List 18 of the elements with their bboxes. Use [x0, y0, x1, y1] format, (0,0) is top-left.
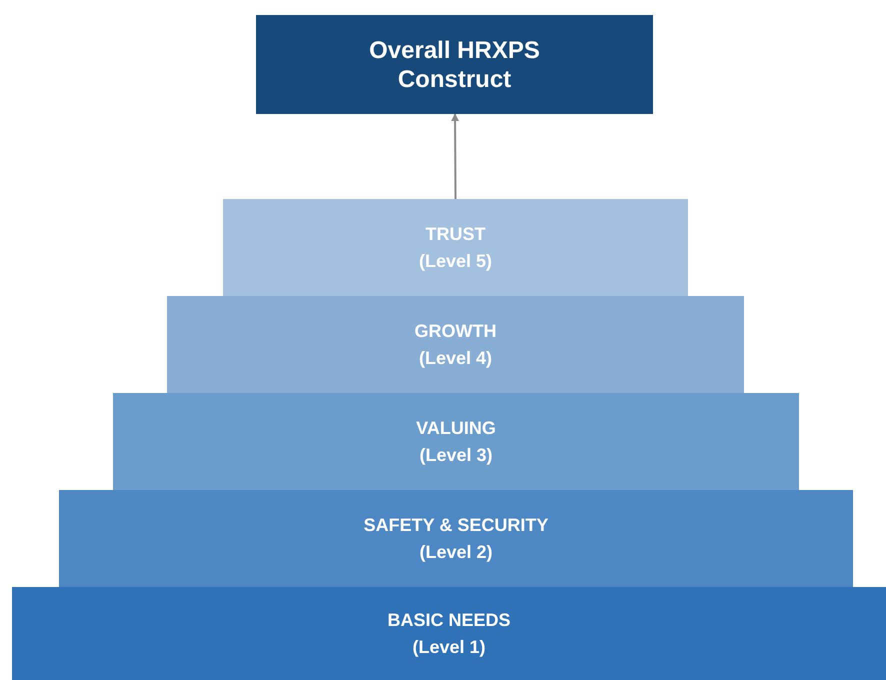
level-name: BASIC NEEDS — [387, 608, 511, 632]
pyramid-level — [59, 490, 853, 587]
level-name: VALUING — [416, 416, 496, 440]
pyramid-level — [167, 296, 744, 393]
pyramid-level — [113, 393, 799, 490]
pyramid-level — [223, 199, 688, 296]
level-number: (Level 3) — [419, 444, 493, 467]
arrow — [451, 113, 460, 199]
level-number: (Level 5) — [418, 250, 492, 273]
pyramid-level — [12, 587, 886, 680]
level-number: (Level 1) — [412, 636, 486, 659]
level-name: SAFETY & SECURITY — [364, 514, 548, 536]
level-name: TRUST — [426, 222, 486, 246]
construct-title: Overall HRXPS Construct — [368, 36, 541, 94]
level-number: (Level 2) — [419, 540, 493, 564]
level-name: GROWTH — [414, 320, 496, 342]
level-number: (Level 4) — [418, 346, 492, 370]
construct-box — [256, 15, 653, 114]
